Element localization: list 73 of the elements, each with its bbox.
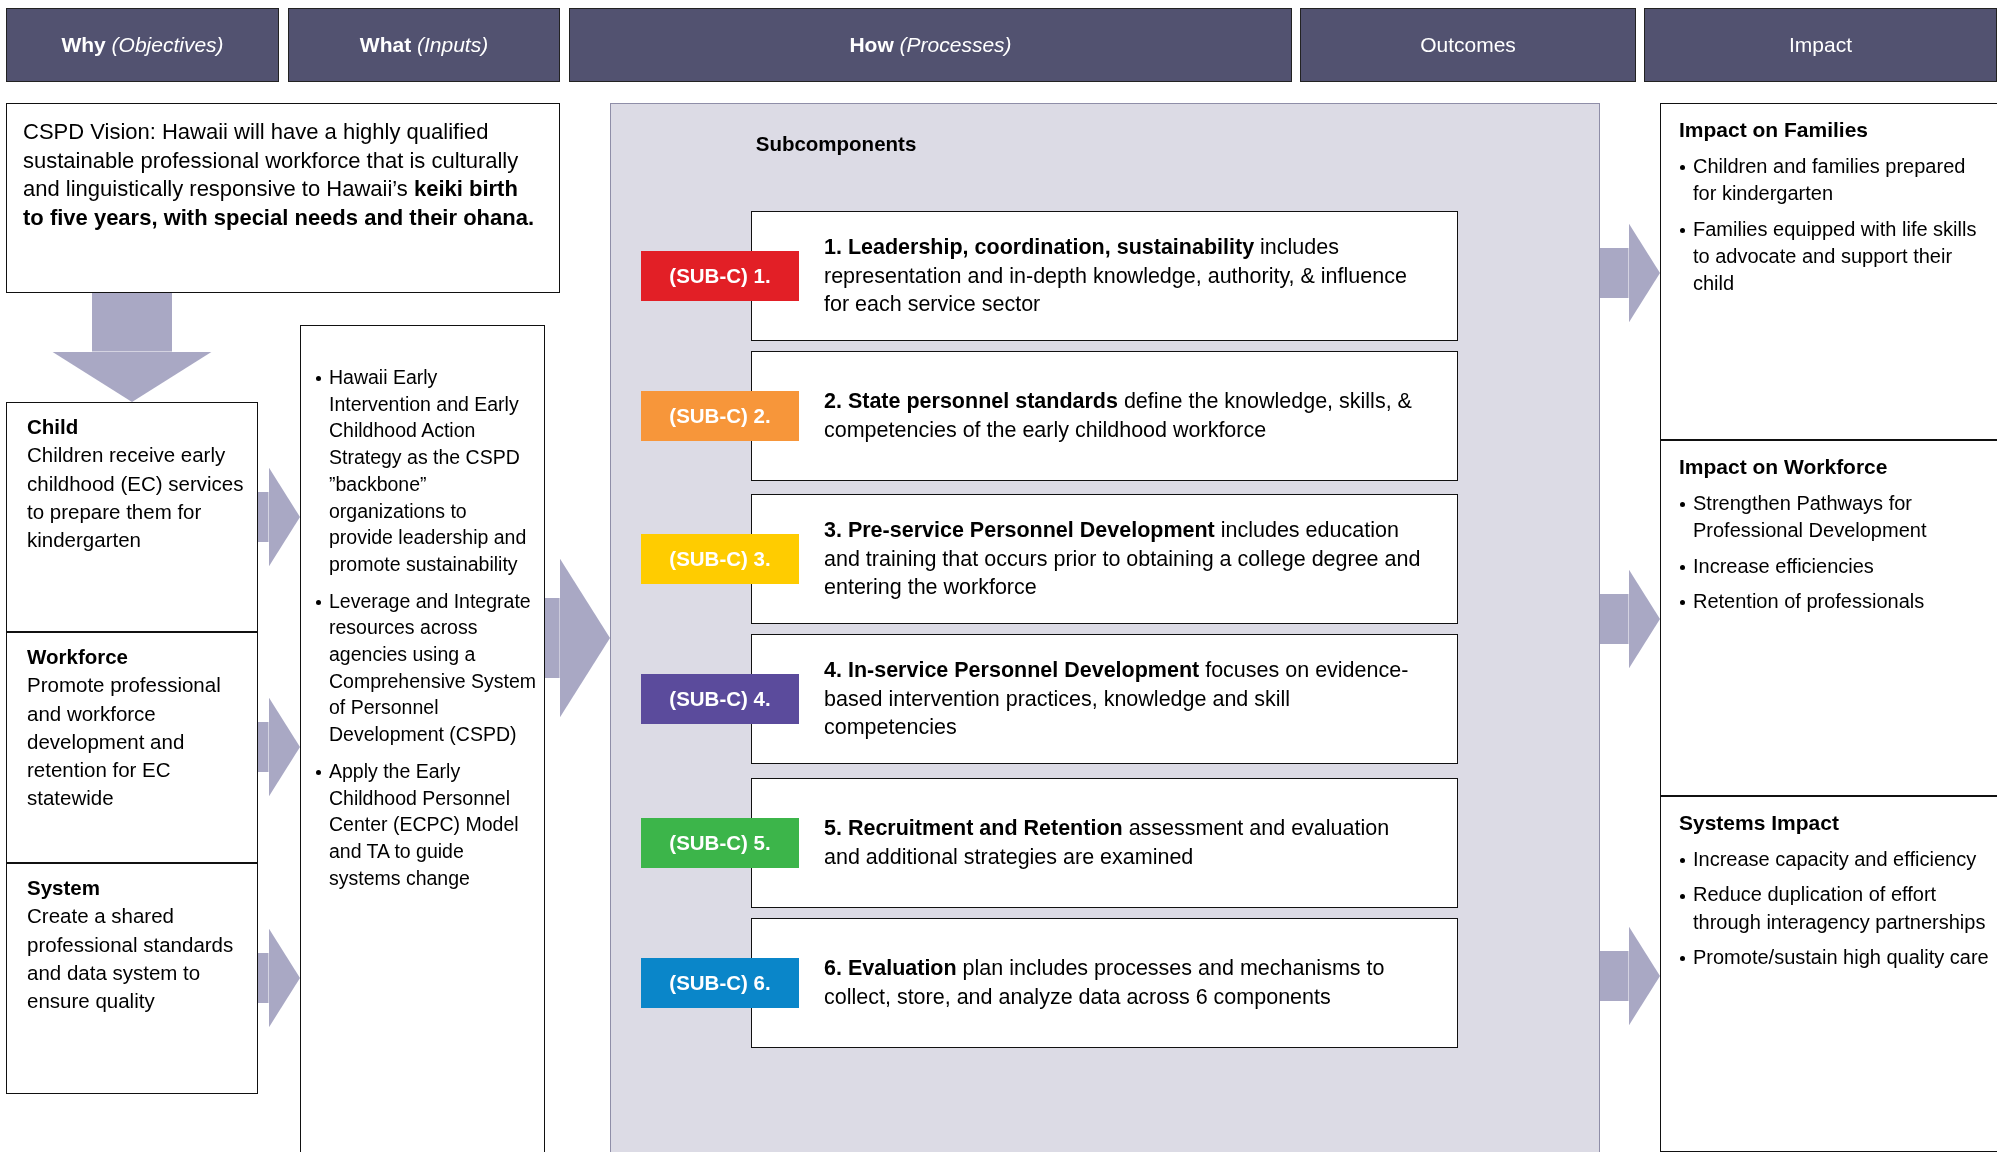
subcomponent-tag xyxy=(641,958,799,1008)
impact-box xyxy=(1660,103,1997,440)
box-description: Children receive early childhood (EC) services to prepare them for kindergarten xyxy=(27,442,245,554)
column-header xyxy=(288,8,560,82)
column-heading: Impact xyxy=(1789,33,1852,57)
subcomponent-box xyxy=(751,351,1458,481)
block-arrow xyxy=(1600,926,1660,1026)
box-description: Create a shared professional standards and data system to ensure quality xyxy=(27,903,235,1015)
bullet-item: Retention of professionals xyxy=(1679,587,1991,616)
vision-statement: CSPD Vision: Hawaii will have a highly qualified sustainable professional workforce that is culturally and linguistically responsive to Hawaii’s keiki birth to five years, with special needs and their ohana. xyxy=(23,118,536,232)
column-header xyxy=(1644,8,1997,82)
subcomponent-description: 6. Evaluation plan includes processes and mechanisms to collect, store, and analyze data across 6 components xyxy=(824,955,1386,1011)
box-heading: Workforce xyxy=(27,644,129,670)
subcomponent-box xyxy=(751,778,1458,908)
bullet-item: Hawaii Early Intervention and Early Childhood Action Strategy as the CSPD ”backbone” organizations to provide leadership and promote sustainability xyxy=(315,364,536,578)
subcomponent-tag xyxy=(641,534,799,584)
tag-label: (SUB-C) 1. xyxy=(669,264,771,288)
tag-label: (SUB-C) 2. xyxy=(669,404,771,428)
column-header xyxy=(569,8,1292,82)
subcomponent-description: 3. Pre-service Personnel Development includes education and training that occurs prior to obtaining a college degree and entering the workforce xyxy=(824,517,1422,602)
subcomponent-tag xyxy=(641,391,799,441)
block-arrow xyxy=(258,467,300,567)
tag-label: (SUB-C) 4. xyxy=(669,687,771,711)
column-heading: Outcomes xyxy=(1420,33,1516,57)
column-heading: What (Inputs) xyxy=(359,33,489,57)
vision-box xyxy=(6,103,560,293)
bullet-item: Apply the Early Childhood Personnel Center (ECPC) Model and TA to guide systems change xyxy=(315,757,536,892)
block-arrow xyxy=(545,558,610,718)
column-header xyxy=(6,8,279,82)
tag-label: (SUB-C) 5. xyxy=(669,831,771,855)
bullet-item: Families equipped with life skills to advocate and support their child xyxy=(1679,215,1991,298)
box-heading: Systems Impact xyxy=(1679,810,1840,836)
subcomponent-description: 2. State personnel standards define the knowledge, skills, & competencies of the early childhood workforce xyxy=(824,388,1413,444)
box-heading: Impact on Families xyxy=(1679,117,1870,143)
block-arrow xyxy=(1600,223,1660,323)
subcomponent-description: 5. Recruitment and Retention assessment and evaluation and additional strategies are examined xyxy=(824,815,1391,871)
subcomponent-box xyxy=(751,211,1458,341)
objective-box xyxy=(6,402,258,632)
box-heading: Impact on Workforce xyxy=(1679,454,1889,480)
tag-label: (SUB-C) 6. xyxy=(669,971,771,995)
bullet-item: Children and families prepared for kindergarten xyxy=(1679,152,1991,208)
block-arrow xyxy=(258,697,300,797)
impact-box xyxy=(1660,796,1997,1152)
tag-label: (SUB-C) 3. xyxy=(669,547,771,571)
bullet-item: Strengthen Pathways for Professional Development xyxy=(1679,489,1991,545)
block-arrow xyxy=(258,928,300,1028)
column-heading: How (Processes) xyxy=(849,33,1012,57)
subcomponent-description: 4. In-service Personnel Development focuses on evidence-based intervention practices, knowledge and skill competencies xyxy=(824,657,1410,742)
bullet-item: Leverage and Integrate resources across agencies using a Comprehensive System of Personnel Development (CSPD) xyxy=(315,587,536,748)
subcomponent-description: 1. Leadership, coordination, sustainability includes representation and in-depth knowledge, authority, & influence for each service sector xyxy=(824,234,1408,319)
objective-box xyxy=(6,863,258,1094)
bullet-item: Increase capacity and efficiency xyxy=(1679,845,1991,874)
column-header xyxy=(1300,8,1636,82)
panel-heading: Subcomponents xyxy=(754,132,918,156)
block-arrow xyxy=(52,293,212,402)
bullet-item: Promote/sustain high quality care xyxy=(1679,943,1991,972)
subcomponent-box xyxy=(751,634,1458,764)
column-heading: Why (Objectives) xyxy=(61,33,224,57)
bullet-item: Increase efficiencies xyxy=(1679,552,1991,580)
block-arrow xyxy=(1600,569,1660,669)
impact-box xyxy=(1660,440,1997,796)
subcomponent-tag xyxy=(641,251,799,301)
bullet-item: Reduce duplication of effort through interagency partnerships xyxy=(1679,881,1991,936)
subcomponent-tag xyxy=(641,674,799,724)
box-description: Promote professional and workforce development and retention for EC statewide xyxy=(27,672,222,812)
objective-box xyxy=(6,632,258,863)
subcomponent-box xyxy=(751,494,1458,624)
inputs-box xyxy=(300,325,545,1152)
subcomponent-tag xyxy=(641,818,799,868)
box-heading: System xyxy=(27,875,101,901)
process-panel xyxy=(610,103,1600,1152)
subcomponent-box xyxy=(751,918,1458,1048)
box-heading: Child xyxy=(27,414,80,440)
